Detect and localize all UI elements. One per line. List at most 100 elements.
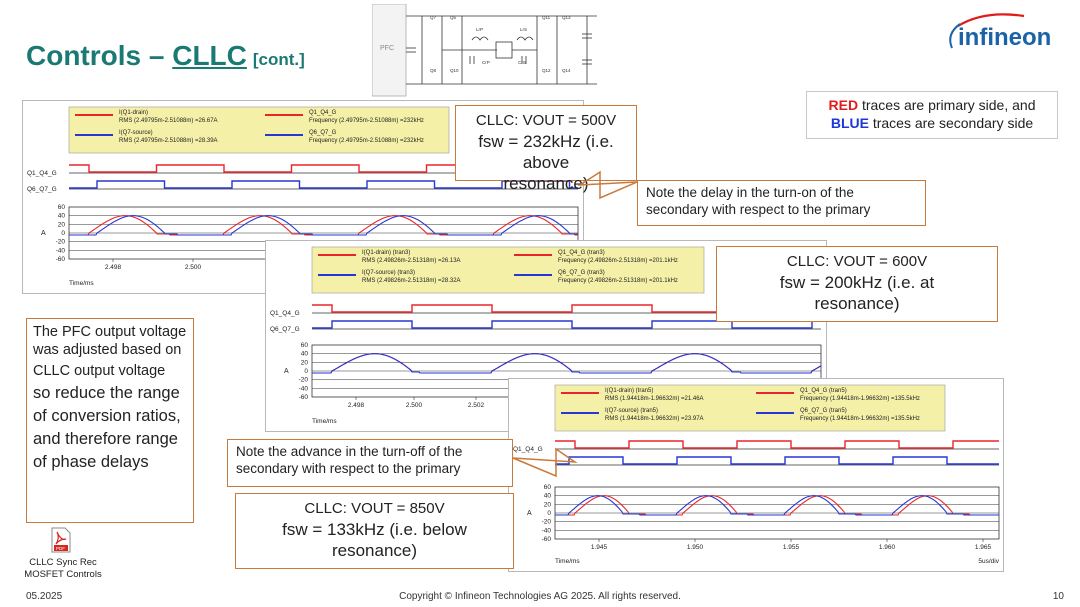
legend-box — [311, 246, 705, 294]
legend-name: Q1_Q4_G — [309, 110, 337, 116]
y-axis-label: A — [41, 230, 46, 237]
title-underlined: CLLC — [172, 40, 247, 71]
time-division-label: 5us/div — [978, 558, 999, 565]
attachment-label[interactable]: CLLC Sync Rec MOSFET Controls — [24, 557, 102, 580]
legend-value: RMS (1.94418m-1.96632m) =21.46A — [605, 396, 704, 402]
arrow-delay — [577, 170, 638, 200]
y-tick-label: -40 — [542, 527, 552, 534]
footer-date: 05.2025 — [26, 591, 63, 602]
callout-vout-600v: CLLC: VOUT = 600V fsw = 200kHz (i.e. at … — [716, 246, 998, 322]
gate-signal-trace — [312, 320, 821, 329]
current-trace-blue — [69, 215, 578, 236]
x-tick-label: 1.960 — [879, 544, 896, 551]
legend-value: RMS (2.49795m-2.51088m) =26.67A — [119, 118, 218, 124]
legend-value: Frequency (2.49795m-2.51088m) =232kHz — [309, 118, 424, 124]
svg-text:Q5: Q5 — [450, 15, 457, 20]
x-tick-label: 1.955 — [783, 544, 800, 551]
page-title: Controls – CLLC[cont.] — [26, 40, 305, 71]
x-tick-label: 1.945 — [591, 544, 608, 551]
footer-copyright: Copyright © Infineon Technologies AG 202… — [399, 591, 681, 602]
legend-name: I(Q7-source) — [119, 130, 153, 136]
legend-value: Frequency (1.94418m-1.96632m) =135.5kHz — [800, 416, 920, 422]
x-tick-label: 2.500 — [406, 402, 423, 409]
y-tick-label: 0 — [304, 368, 308, 375]
y-tick-label: 60 — [301, 342, 309, 349]
legend-value: RMS (2.49826m-2.51318m) =28.32A — [362, 278, 461, 284]
svg-text:Q10: Q10 — [450, 68, 459, 73]
legend-value: RMS (1.94418m-1.96632m) =23.97A — [605, 416, 704, 422]
x-axis-label: Time/ms — [69, 280, 94, 287]
legend-name: Q6_Q7_G (tran5) — [800, 408, 847, 414]
current-trace-blue — [312, 353, 822, 374]
y-tick-label: 40 — [544, 493, 552, 500]
gate-signal-trace — [555, 456, 999, 465]
y-tick-label: 60 — [58, 204, 66, 211]
legend-value: Frequency (2.49795m-2.51088m) =232kHz — [309, 138, 424, 144]
sim-panel-850v: I(Q1-drain) (tran5) RMS (1.94418m-1.96632… — [508, 378, 1004, 572]
x-tick-label: 2.500 — [185, 264, 202, 271]
callout-delay-note: Note the delay in the turn-on of the sec… — [637, 180, 926, 226]
trace-color-note: RED traces are primary side, and BLUE tr… — [806, 91, 1058, 139]
signal-label: Q6_Q7_G — [270, 326, 300, 333]
x-tick-label: 2.498 — [348, 402, 365, 409]
legend-name: I(Q1-drain) (tran5) — [605, 388, 653, 394]
y-tick-label: -60 — [56, 256, 66, 263]
y-tick-label: 40 — [58, 213, 66, 220]
cllc-schematic: PFC Q7 Q5 — [371, 3, 607, 100]
x-tick-label: 1.965 — [975, 544, 992, 551]
title-suffix: [cont.] — [252, 50, 305, 69]
y-axis-label: A — [527, 510, 532, 517]
x-tick-label: 2.498 — [105, 264, 122, 271]
signal-label: Q6_Q7_G — [27, 186, 57, 193]
x-axis-label: Time/ms — [555, 558, 580, 565]
legend-name: I(Q7-source) (tran3) — [362, 270, 415, 276]
svg-text:Q13: Q13 — [562, 15, 571, 20]
pfc-adjustment-note: The PFC output voltage was adjusted base… — [26, 318, 194, 523]
svg-text:Q12: Q12 — [542, 68, 551, 73]
y-axis-label: A — [284, 368, 289, 375]
y-tick-label: 60 — [544, 484, 552, 491]
svg-text:Q7: Q7 — [430, 15, 437, 20]
callout-vout-850v: CLLC: VOUT = 850V fsw = 133kHz (i.e. bel… — [235, 493, 514, 569]
current-trace-blue — [555, 495, 999, 516]
svg-text:Q14: Q14 — [562, 68, 571, 73]
legend-value: Frequency (2.49826m-2.51318m) =201.1kHz — [558, 258, 678, 264]
svg-text:CrP: CrP — [482, 60, 490, 65]
svg-text:LrP: LrP — [476, 27, 483, 32]
y-tick-label: -20 — [299, 377, 309, 384]
callout-vout-500v: CLLC: VOUT = 500V fsw = 232kHz (i.e. abo… — [455, 105, 637, 193]
x-axis-label: Time/ms — [312, 418, 337, 425]
gate-signal-trace — [69, 180, 578, 189]
y-tick-label: 20 — [301, 359, 309, 366]
callout-advance-note: Note the advance in the turn-off of the … — [227, 439, 513, 487]
y-tick-label: 40 — [301, 351, 309, 358]
legend-name: Q1_Q4_G (tran3) — [558, 250, 605, 256]
svg-text:LrS: LrS — [520, 27, 527, 32]
legend-value: RMS (2.49826m-2.51318m) =26.13A — [362, 258, 461, 264]
legend-name: I(Q7-source) (tran5) — [605, 408, 658, 414]
y-tick-label: 0 — [61, 230, 65, 237]
legend-box — [554, 384, 946, 432]
x-tick-label: 1.950 — [687, 544, 704, 551]
y-tick-label: 20 — [58, 221, 66, 228]
footer-page-number: 10 — [1052, 591, 1064, 602]
svg-text:Q11: Q11 — [542, 15, 551, 20]
signal-label: Q1_Q4_G — [27, 170, 57, 177]
svg-text:Q8: Q8 — [430, 68, 437, 73]
arrow-advance — [512, 447, 578, 478]
signal-label: Q1_Q4_G — [270, 310, 300, 317]
y-tick-label: -20 — [542, 519, 552, 526]
y-tick-label: 0 — [547, 510, 551, 517]
legend-name: I(Q1-drain) (tran3) — [362, 250, 410, 256]
legend-value: Frequency (1.94418m-1.96632m) =135.5kHz — [800, 396, 920, 402]
y-tick-label: -40 — [299, 385, 309, 392]
legend-value: RMS (2.49795m-2.51088m) =28.39A — [119, 138, 218, 144]
pdf-icon[interactable]: PDF — [50, 527, 72, 553]
svg-text:CrS: CrS — [518, 60, 526, 65]
signal-label: Q1_Q4_G — [513, 446, 543, 453]
pfc-label: PFC — [380, 45, 394, 52]
y-tick-label: 20 — [544, 501, 552, 508]
legend-name: I(Q1-drain) — [119, 110, 148, 116]
y-tick-label: -60 — [542, 536, 552, 543]
